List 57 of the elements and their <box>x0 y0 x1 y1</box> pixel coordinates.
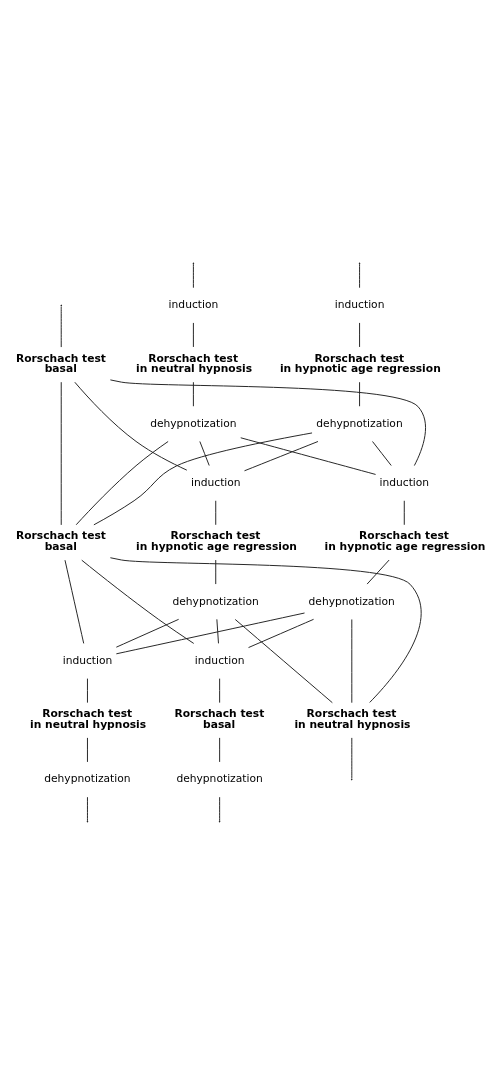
connector <box>248 618 315 648</box>
node-text: induction <box>194 653 245 667</box>
connector <box>64 559 85 644</box>
connector <box>115 612 306 654</box>
connector <box>109 556 422 703</box>
connector <box>351 736 353 779</box>
connector <box>244 440 319 471</box>
node-text: dehypnotization <box>176 771 263 785</box>
node-text: dehypnotization <box>308 594 395 607</box>
connector <box>219 736 221 762</box>
connector <box>86 796 88 822</box>
connector <box>86 677 88 703</box>
connector <box>86 736 88 762</box>
connector <box>75 440 169 525</box>
node-text: Rorschach test basal <box>174 706 265 731</box>
connector <box>351 618 353 703</box>
connector <box>93 431 313 525</box>
connector <box>359 262 361 288</box>
connector <box>234 618 333 703</box>
node-text: dehypnotization <box>172 594 259 607</box>
node-text: induction <box>168 297 219 311</box>
node-text: Rorschach test in neutral hypnosis <box>136 351 253 375</box>
connector <box>240 436 377 475</box>
node-text: induction <box>62 653 113 667</box>
connector <box>60 381 62 525</box>
node-text: Rorschach test basal <box>16 528 106 553</box>
connector <box>359 381 361 407</box>
connector <box>60 305 62 348</box>
node-text: Rorschach test in neutral hypnosis <box>294 706 411 731</box>
connector <box>219 677 221 703</box>
node-text: Rorschach test in neutral hypnosis <box>30 706 147 731</box>
connector <box>199 440 210 466</box>
connector <box>215 499 217 525</box>
connector <box>192 321 194 347</box>
connector <box>219 796 221 822</box>
node-text: dehypnotization <box>316 416 403 430</box>
connector <box>216 618 219 644</box>
connector <box>372 440 392 466</box>
connector <box>115 618 180 648</box>
node-text: dehypnotization <box>44 771 131 785</box>
connector <box>192 381 194 407</box>
node-text: Rorschach test in hypnotic age regression <box>324 528 486 553</box>
node-text: induction <box>334 297 385 311</box>
connector <box>403 499 405 525</box>
node-text: Rorschach test in hypnotic age regression <box>136 528 297 553</box>
connector <box>192 262 194 288</box>
node-text: Rorschach test in hypnotic age regression <box>279 351 441 375</box>
node-text: dehypnotization <box>150 416 237 430</box>
connector <box>366 559 390 585</box>
node-text: Rorschach test basal <box>16 351 106 375</box>
connector <box>81 559 195 644</box>
connector <box>74 381 188 471</box>
connector <box>215 559 217 585</box>
connector <box>359 321 361 347</box>
node-text: induction <box>190 475 241 489</box>
connector <box>109 378 426 466</box>
node-text: induction <box>379 475 430 489</box>
